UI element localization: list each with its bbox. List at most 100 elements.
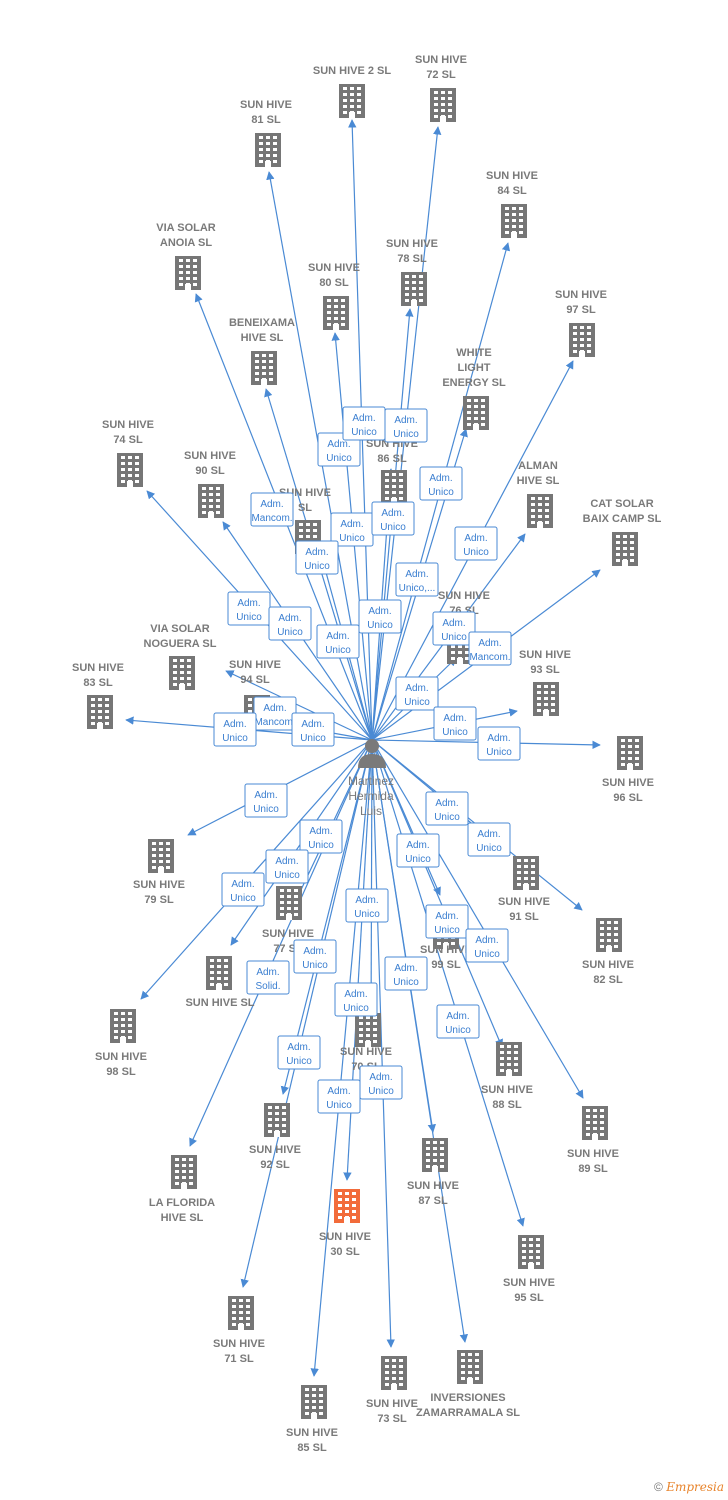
building-window xyxy=(614,939,618,942)
building-window xyxy=(262,354,266,357)
role-label: Adm.Unico xyxy=(221,872,265,907)
role-text-line: Unico xyxy=(367,620,393,631)
building-window xyxy=(451,645,455,648)
role-text-line: Unico xyxy=(302,960,328,971)
building-door xyxy=(457,658,463,664)
building-window xyxy=(334,311,338,314)
building-window xyxy=(451,657,455,660)
building-window xyxy=(434,115,438,118)
role-text: Adm.Unico xyxy=(404,683,430,708)
building-window xyxy=(531,871,535,874)
role-box xyxy=(371,501,415,536)
ownership-edge xyxy=(225,670,373,741)
building-door xyxy=(365,1041,371,1047)
building-door xyxy=(261,379,267,385)
role-box xyxy=(221,872,265,907)
building-window xyxy=(266,154,270,157)
company-name-line: 73 SL xyxy=(377,1413,407,1425)
building-door xyxy=(592,1134,598,1140)
building-window xyxy=(461,1371,465,1374)
building-window xyxy=(114,1036,118,1039)
building-window xyxy=(467,399,471,402)
building-window xyxy=(630,559,634,562)
role-label: Adm.Unico xyxy=(213,712,257,747)
company-name-line: 80 SL xyxy=(319,277,349,289)
building-window xyxy=(268,1124,272,1127)
building-icon xyxy=(518,1235,544,1269)
company-name-line: SUN HIVE xyxy=(555,289,607,301)
company-name-line: ZAMARRAMALA SL xyxy=(416,1407,520,1419)
company-node-shsl[interactable]: SUN HIVE SL xyxy=(185,956,255,1009)
role-text-line: Unico xyxy=(286,1056,312,1067)
building-window xyxy=(392,473,396,476)
company-name-line: 83 SL xyxy=(83,677,113,689)
building-window xyxy=(536,1256,540,1259)
role-label: Adm.Mancom. xyxy=(253,696,297,731)
building-window xyxy=(467,405,471,408)
building-window xyxy=(475,1365,479,1368)
building-window xyxy=(239,1317,243,1320)
building-window xyxy=(187,659,191,662)
role-text-line: Unico xyxy=(474,949,500,960)
brand-logo[interactable]: Empresia xyxy=(666,1480,724,1494)
company-node-sh2[interactable]: SUN HIVE 2 SL xyxy=(313,65,392,118)
building-window xyxy=(366,1022,370,1025)
role-text-line: Adm. xyxy=(223,719,246,730)
building-window xyxy=(405,293,409,296)
company-name-line: 79 SL xyxy=(144,894,174,906)
building-window xyxy=(202,505,206,508)
building-window xyxy=(210,971,214,974)
building-window xyxy=(216,487,220,490)
building-window xyxy=(262,372,266,375)
building-window xyxy=(152,842,156,845)
building-door xyxy=(238,1324,244,1330)
building-window xyxy=(461,1353,465,1356)
building-door xyxy=(179,684,185,690)
building-window xyxy=(248,704,252,707)
building-window xyxy=(350,87,354,90)
role-text-line: Adm. xyxy=(394,963,417,974)
building-window xyxy=(166,842,170,845)
company-name-line: VIA SOLAR xyxy=(150,623,210,635)
building-window xyxy=(600,921,604,924)
building-door xyxy=(443,943,449,949)
